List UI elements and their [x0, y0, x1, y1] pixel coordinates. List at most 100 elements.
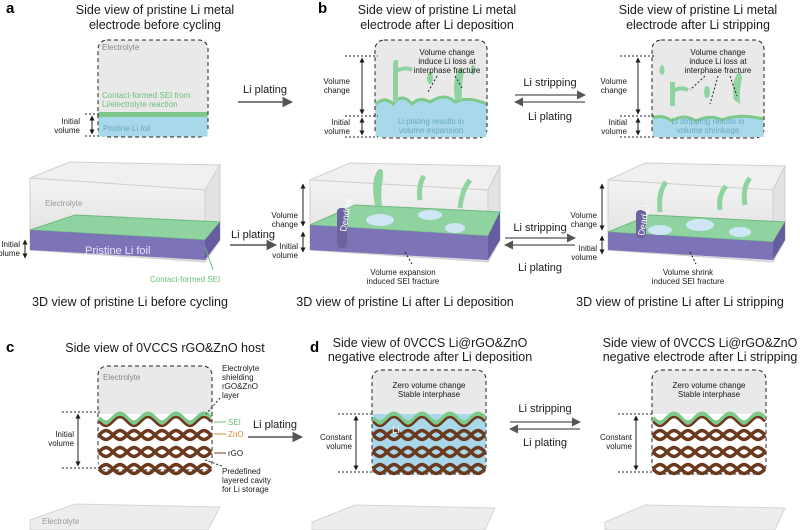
panel-d-strip-constant-line2: volume	[606, 442, 632, 451]
panel-c-initial-line2: volume	[48, 439, 74, 448]
panel-c-cavity-line2: layered cavity	[222, 476, 271, 485]
rgo-layer	[651, 428, 767, 442]
panel-c-side-box: Electrolyte	[97, 365, 213, 476]
panel-c-sei-label: SEI	[228, 418, 241, 427]
panel-c-initial-line1: Initial	[55, 430, 74, 439]
panel-a-electrolyte-label: Electrolyte	[102, 43, 140, 52]
panel-b-3d-dep-note-line1: Volume expansion	[370, 268, 435, 277]
panel-c-cavity-line1: Predefined	[222, 467, 261, 476]
panel-a-initial-volume-marker: Initial volume	[54, 113, 100, 137]
panel-a-3d-cube: Electrolyte Pristine Li foil Contact-for…	[29, 161, 222, 284]
panel-b-dep-initial-line1: Initial	[331, 118, 350, 127]
panel-letter-a: a	[6, 0, 15, 17]
panel-b-3d-arrow-plating-label: Li plating	[518, 262, 562, 274]
panel-c-plating-arrow-label: Li plating	[253, 419, 297, 431]
panel-c-zno-label: ZnO	[228, 430, 244, 439]
panel-b-stripping-volume-markers: Volume change Initial volume	[600, 55, 655, 138]
panel-b-strip-bottom-line2: volume shrinkage	[677, 126, 740, 135]
panel-c-shield-line2: shielding	[222, 373, 254, 382]
panel-d-dep-zero-line1: Zero volume change	[393, 381, 466, 390]
panel-d-li-label: Li	[392, 425, 400, 436]
panel-b-dep-note-line2: induce Li loss at	[418, 57, 476, 66]
panel-d-arrow-stripping-label: Li stripping	[518, 403, 571, 415]
panel-d-deposition-constant-marker: Constant volume	[320, 413, 374, 473]
panel-c-shield-line3: rGO&ZnO	[222, 382, 258, 391]
panel-a-3d-plating-arrow-label: Li plating	[231, 229, 275, 241]
panel-b-arrow-plating-label: Li plating	[528, 111, 572, 123]
panel-c-rgo-label: rGO	[228, 449, 243, 458]
panel-b-3d-arrow-stripping-label: Li stripping	[513, 222, 566, 234]
rgo-layer	[652, 415, 766, 428]
panel-b-deposition-volume-markers: Volume change Initial volume	[323, 55, 378, 138]
panel-b-deposition-title-line2: electrode after Li deposition	[360, 18, 514, 32]
panel-b-3d-stripping-volume-markers: Volume change Initial volume	[570, 183, 605, 262]
panel-b-dep-volume-change-line1: Volume	[323, 77, 350, 86]
panel-c-initial-volume-marker: Initial volume	[48, 411, 100, 469]
panel-d-stripping-box: Zero volume change Stable interphase	[651, 369, 767, 476]
panel-b-strip-initial-line1: Initial	[608, 118, 627, 127]
panel-letter-d: d	[310, 339, 319, 356]
panel-a-3d-title: 3D view of pristine Li before cycling	[32, 295, 228, 309]
panel-a-foil-label: Pristine Li foil	[103, 124, 151, 133]
panel-c-3d-cube-top: Electrolyte	[29, 503, 221, 530]
panel-c-cavity-line3: for Li storage	[222, 485, 269, 494]
rgo-layer	[97, 428, 213, 442]
panel-b-3d-reversible-arrow: Li stripping Li plating	[504, 222, 576, 274]
panel-b-stripping-title-line2: electrode after Li stripping	[626, 18, 770, 32]
panel-b-3d-dep-initial-line2: volume	[272, 251, 298, 260]
panel-b-3d-deposition-title: 3D view of pristine Li after Li depositi…	[296, 295, 514, 309]
panel-b-3d-dep-vol-change-line2: change	[272, 220, 299, 229]
panel-a-3d-foil-label: Pristine Li foil	[85, 245, 150, 257]
panel-a-side-title-line2: electrode before cycling	[89, 18, 221, 32]
panel-c-plating-arrow: Li plating	[248, 419, 304, 443]
panel-b-3d-strip-vol-change-line1: Volume	[570, 211, 597, 220]
rgo-layer	[651, 445, 767, 459]
panel-c: c Side view of 0VCCS rGO&ZnO host Electr…	[6, 339, 304, 530]
rgo-layer	[372, 415, 486, 428]
panel-b-3d-deposition-cube: Dendrite Volume expansion induced SEI fr…	[309, 162, 501, 286]
panel-b-3d-dep-vol-change-line1: Volume	[271, 211, 298, 220]
panel-d-strip-zero-line2: Stable interphase	[678, 390, 741, 399]
panel-d-reversible-arrow: Li stripping Li plating	[509, 403, 581, 449]
rgo-layer	[97, 462, 213, 476]
panel-c-title: Side view of 0VCCS rGO&ZnO host	[65, 341, 265, 355]
panel-b-3d-stripping-title: 3D view of pristine Li after Li strippin…	[576, 295, 784, 309]
panel-c-shield-line4: layer	[222, 391, 240, 400]
panel-d-stripping-title-line1: Side view of 0VCCS Li@rGO&ZnO	[603, 336, 798, 350]
panel-b-strip-initial-line2: volume	[601, 127, 627, 136]
panel-d-3d-cube-tops	[311, 504, 786, 530]
panel-b-3d-strip-note-line1: Volume shrink	[663, 268, 714, 277]
panel-a-3d-electrolyte-label: Electrolyte	[45, 199, 83, 208]
panel-d-strip-zero-line1: Zero volume change	[673, 381, 746, 390]
panel-b-arrow-stripping-label: Li stripping	[523, 77, 576, 89]
panel-b-dep-initial-line2: volume	[324, 127, 350, 136]
panel-c-callouts: Electrolyte shielding rGO&ZnO layer SEI …	[204, 364, 271, 494]
panel-b-3d-strip-initial-line1: Initial	[578, 244, 597, 253]
panel-d-deposition-title-line1: Side view of 0VCCS Li@rGO&ZnO	[333, 336, 528, 350]
panel-b-stripping-title-line1: Side view of pristine Li metal	[619, 3, 777, 17]
panel-b-dep-note-line3: interphase fracture	[414, 66, 481, 75]
panel-b-dep-volume-change-line2: change	[324, 86, 351, 95]
panel-b-3d-deposition-volume-markers: Volume change Initial volume	[271, 183, 306, 260]
panel-a-plating-arrow: Li plating	[238, 84, 294, 108]
panel-d-deposition-box: Zero volume change Stable interphase Li	[371, 369, 487, 476]
panel-a-initial-label-line1: Initial	[61, 117, 80, 126]
rgo-layer	[651, 462, 767, 476]
panel-letter-c: c	[6, 339, 14, 356]
panel-a: a Side view of pristine Li metal electro…	[0, 0, 294, 309]
panel-d-dep-zero-line2: Stable interphase	[398, 390, 461, 399]
panel-a-plating-arrow-label: Li plating	[243, 84, 287, 96]
panel-b-strip-bottom-line1: Li stripping results in	[672, 117, 745, 126]
rgo-layer	[371, 428, 487, 442]
panel-a-3d-plating-arrow: Li plating	[230, 229, 278, 251]
panel-d-dep-constant-line1: Constant	[320, 433, 353, 442]
panel-a-side-box: Electrolyte Contact-formed SEI from Li/e…	[97, 39, 209, 138]
panel-b-3d-strip-vol-change-line2: change	[571, 220, 598, 229]
panel-c-shield-line1: Electrolyte	[222, 364, 260, 373]
panel-b-3d-dep-note-line2: induced SEI fracture	[367, 277, 440, 286]
panel-b-3d-strip-initial-line2: volume	[571, 253, 597, 262]
panel-b-dep-bottom-line1: Li plating results in	[398, 117, 464, 126]
panel-letter-b: b	[318, 0, 327, 17]
panel-b-strip-volume-change-line1: Volume	[600, 77, 627, 86]
